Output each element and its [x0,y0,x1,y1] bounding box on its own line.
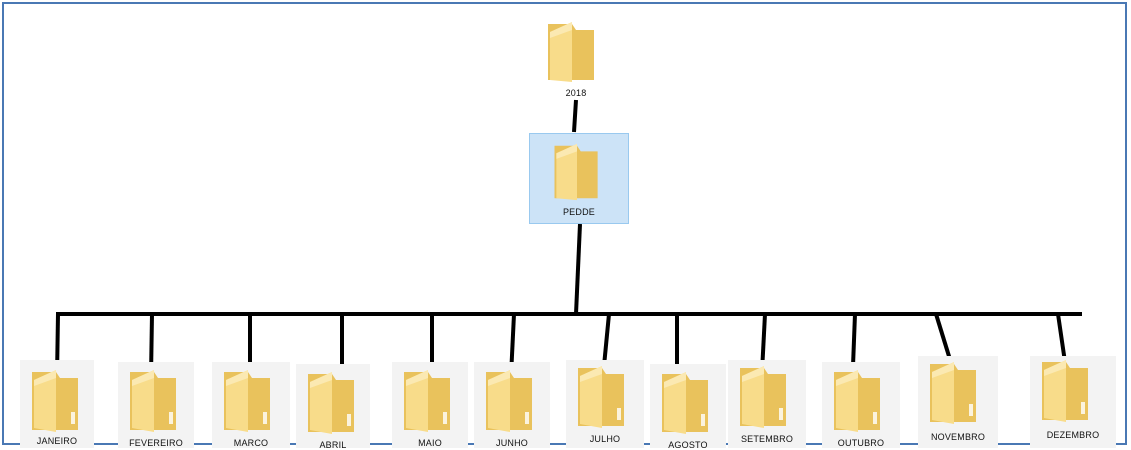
folder-label: NOVEMBRO [930,432,986,442]
folder-label: AGOSTO [668,440,708,450]
folder-fevereiro[interactable]: FEVEREIRO [118,362,194,448]
folder-junho[interactable]: JUNHO [474,362,550,448]
folder-icon [548,22,594,82]
folder-icon [930,362,976,424]
folder-icon [834,370,880,432]
folder-icon [130,370,176,432]
folder-label: DEZEMBRO [1046,430,1100,440]
folder-icon [224,370,270,432]
folder-icon [662,372,708,434]
folder-label: MARCO [233,438,269,448]
folder-label: FEVEREIRO [129,438,183,448]
folder-icon [740,366,786,428]
folder-label: JANEIRO [36,436,78,446]
folder-icon [486,370,532,432]
folder-marco[interactable]: MARCO [212,362,290,448]
folder-icon [554,143,598,201]
folder-2018[interactable]: 2018 [536,18,616,102]
folder-setembro[interactable]: SETEMBRO [728,360,806,448]
connector-pedde-to-bar [574,223,582,315]
folder-label: ABRIL [319,440,347,450]
folder-agosto[interactable]: AGOSTO [650,364,726,450]
folder-icon [1042,360,1088,422]
folder-julho[interactable]: JULHO [566,360,644,448]
folder-label: MAIO [418,438,442,448]
folder-label: JULHO [589,434,621,444]
folder-icon [32,370,78,432]
diagram-frame [2,2,1127,445]
connector-root-to-pedde [572,99,578,133]
folder-janeiro[interactable]: JANEIRO [20,360,94,448]
connector-julho [602,313,611,367]
folder-maio[interactable]: MAIO [392,362,468,448]
folder-pedde[interactable]: PEDDE [529,133,629,224]
folder-label: 2018 [565,88,587,98]
folder-dezembro[interactable]: DEZEMBRO [1030,356,1116,448]
connector-dezembro [1056,313,1067,363]
connector-outubro [851,313,857,367]
folder-abril[interactable]: ABRIL [296,364,370,450]
folder-novembro[interactable]: NOVEMBRO [918,356,998,448]
folder-icon [404,370,450,432]
folder-label: PEDDE [562,207,595,217]
folder-label: OUTUBRO [837,438,885,448]
folder-icon [578,366,624,428]
folder-icon [308,372,354,434]
folder-label: SETEMBRO [740,434,794,444]
folder-outubro[interactable]: OUTUBRO [822,362,900,448]
folder-label: JUNHO [496,438,528,448]
